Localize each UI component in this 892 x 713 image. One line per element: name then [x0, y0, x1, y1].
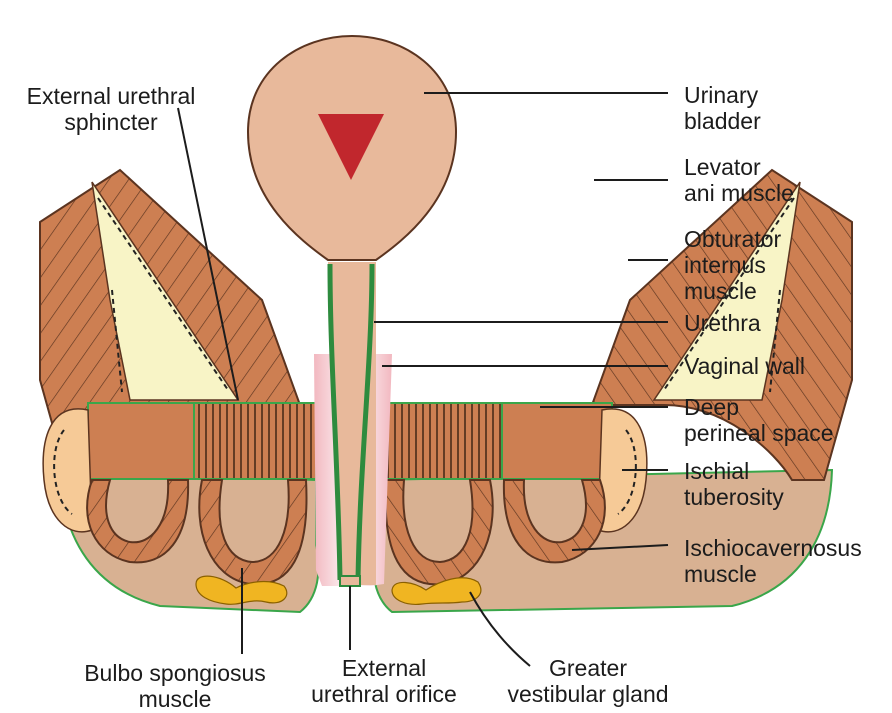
urethral-sphincter-left: [194, 403, 316, 479]
external-urethral-orifice-mark: [340, 576, 360, 586]
label-vaginal-wall: Vaginal wall: [684, 353, 805, 379]
label-ischial-tuberosity: Ischial tuberosity: [684, 458, 784, 510]
label-external-urethral-sphincter: External urethral sphincter: [8, 83, 214, 135]
label-ischiocavernosus: Ischiocavernosus muscle: [684, 535, 862, 587]
label-obturator-internus: Obturator internus muscle: [684, 226, 781, 304]
label-urinary-bladder: Urinary bladder: [684, 82, 761, 134]
label-greater-vestibular-gland: Greater vestibular gland: [488, 655, 688, 707]
label-bulbo-spongiosus: Bulbo spongiosus muscle: [64, 660, 286, 712]
label-external-urethral-orifice: External urethral orifice: [296, 655, 472, 707]
urethral-sphincter-right: [386, 403, 502, 479]
ischial-tuberosity-left: [43, 409, 92, 532]
deep-perineal-bar-left: [88, 403, 194, 479]
label-urethra: Urethra: [684, 310, 761, 336]
label-levator-ani: Levator ani muscle: [684, 154, 794, 206]
label-deep-perineal-space: Deep perineal space: [684, 394, 834, 446]
deep-perineal-bar-right: [502, 403, 612, 479]
